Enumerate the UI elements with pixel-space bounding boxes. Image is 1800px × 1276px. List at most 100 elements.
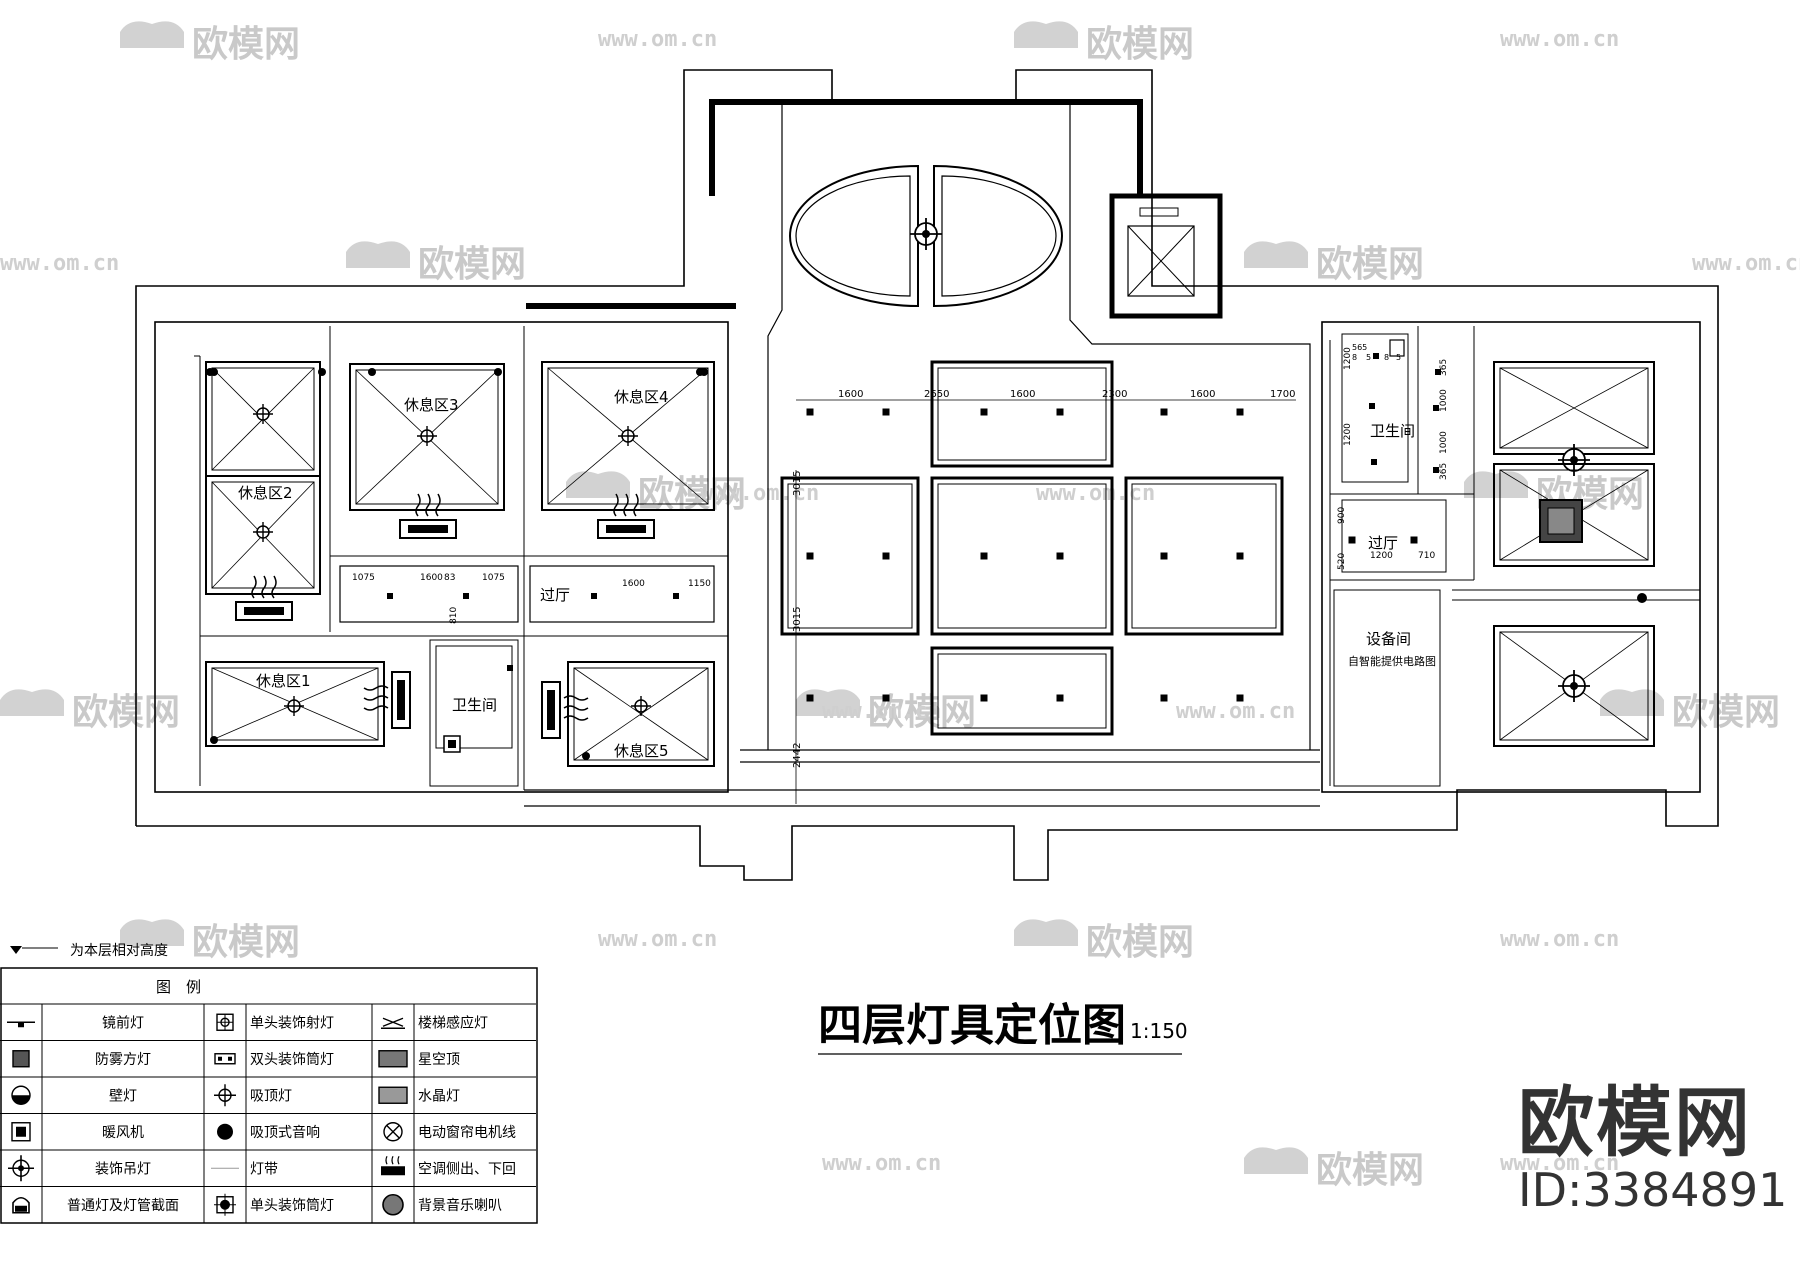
dim-bath-r-top: 8 (1384, 353, 1389, 362)
downlight-icon (591, 593, 597, 599)
watermark-url: www.om.cn (598, 27, 717, 52)
oval-skylight (789, 164, 1063, 308)
legend-label: 灯带 (250, 1161, 278, 1177)
bed-room-r3-inner (1499, 631, 1649, 741)
panel-center-inner (937, 483, 1107, 629)
watermark-sofa-icon (120, 919, 184, 946)
heater-fan-core (448, 740, 456, 748)
downlight-icon (387, 593, 393, 599)
downlight-icon (1371, 459, 1377, 465)
rest-room-3-inner (355, 369, 499, 505)
dim-bath-r-top: 5 (1396, 353, 1401, 362)
thick-wall-top (709, 99, 1143, 196)
panel-top (930, 360, 1114, 468)
double-downlight-icon-a (218, 1056, 222, 1061)
watermark-logo: 欧模网 (120, 21, 300, 65)
music-speaker-icon (382, 1193, 404, 1216)
panel-bottom-inner (937, 653, 1107, 729)
dim-top: 2300 (1102, 389, 1127, 400)
height-note: 为本层相对高度 (10, 942, 168, 959)
bath-right-inner (1341, 333, 1409, 483)
dim-top: 1600 (1010, 389, 1035, 400)
watermark-url: www.om.cn (1692, 251, 1800, 276)
legend-label: 吸顶灯 (250, 1088, 292, 1104)
watermark-sofa-icon (1244, 1147, 1308, 1174)
lamp-section-icon-b (15, 1205, 27, 1212)
dim-hall-left: 1600 (420, 573, 443, 583)
ac-airflow (251, 575, 257, 599)
downlight-icon (1433, 405, 1439, 411)
downlight-icon (980, 408, 988, 416)
watermark-url: www.om.cn (0, 251, 119, 276)
watermark-url: www.om.cn (700, 481, 819, 506)
dim-hall-r-v: 520 (1337, 553, 1347, 570)
downlight-icon (882, 552, 890, 560)
ac-outlet-core (547, 690, 555, 730)
ac-airflow (363, 705, 389, 711)
starry-ceiling-icon (1539, 499, 1583, 543)
rest-room-1-inner (211, 667, 379, 741)
ac-airflow (261, 575, 267, 599)
left-rooms (194, 326, 728, 790)
label-rest3: 休息区3 (404, 396, 459, 414)
wall-light-icon-half (12, 1095, 30, 1105)
watermark-sofa-icon (1244, 241, 1308, 268)
stair-sensor-light-icon (381, 1017, 405, 1029)
watermark-logo: 欧模网 (346, 241, 526, 285)
oval-left-outer (789, 164, 919, 308)
watermark-text: 欧模网 (1086, 24, 1194, 65)
downlight-icon (463, 593, 469, 599)
starry-ceiling-icon (378, 1050, 408, 1068)
watermark-logo: 欧模网 (1014, 21, 1194, 65)
watermark-logo: 欧模网 (0, 689, 180, 733)
crystal-light-icon (378, 1086, 408, 1104)
ac-outlet-core (408, 525, 448, 533)
dim-bath-r-right: 365 (1439, 463, 1449, 480)
elevator-diag-b (1127, 225, 1195, 297)
dim-hall-left-v: 810 (449, 607, 459, 624)
downlight-icon (1373, 353, 1379, 359)
brand-logo: 欧模网 (1518, 1078, 1752, 1167)
ac-airflow (415, 493, 421, 517)
ac-airflow (363, 695, 389, 701)
downlight-icon (1433, 467, 1439, 473)
panel-right-inner (1131, 483, 1277, 629)
double-downlight-icon-b (228, 1056, 232, 1061)
ac-airflow (363, 685, 389, 691)
downlight-icon (1056, 694, 1064, 702)
label-rest4: 休息区4 (614, 388, 669, 406)
bed-room-r1-diag-b (1499, 367, 1649, 449)
rest-room-1 (205, 661, 385, 747)
height-note-text: 为本层相对高度 (70, 942, 168, 959)
hall-left-strip (339, 565, 519, 623)
drawing-title: 四层灯具定位图 1:150 (818, 1000, 1188, 1055)
dim-left: 2442 (792, 743, 803, 768)
equip-room (1333, 589, 1441, 787)
watermark-logo: 欧模网 (1244, 1147, 1424, 1191)
speaker-dot-icon (494, 368, 502, 376)
legend-label: 背景音乐喇叭 (418, 1197, 502, 1214)
downlight-icon (1160, 552, 1168, 560)
speaker-dot-icon (210, 368, 218, 376)
watermark-sofa-icon (1014, 21, 1078, 48)
legend-label: 楼梯感应灯 (418, 1014, 488, 1031)
downlight-icon (806, 694, 814, 702)
ac-outlet-core (244, 607, 284, 615)
oval-right-outer (933, 164, 1063, 308)
speaker-dot-icon (210, 736, 218, 744)
rest-room-5-inner (573, 667, 709, 761)
ac-outlet-core (397, 680, 405, 720)
watermark-url: www.om.cn (822, 1151, 941, 1176)
legend-label: 空调侧出、下回 (418, 1161, 516, 1177)
label-rest2: 休息区2 (238, 484, 293, 502)
watermark-sofa-icon (566, 471, 630, 498)
downlight-icon (806, 408, 814, 416)
corridor-right (1069, 102, 1311, 750)
legend-label: 吸顶式音响 (250, 1124, 320, 1141)
label-hall-right: 过厅 (1368, 534, 1398, 552)
left-fixtures (205, 361, 715, 767)
ac-airflow (563, 705, 589, 711)
rest-room-5 (567, 661, 715, 767)
speaker-dot-icon (1637, 593, 1647, 603)
